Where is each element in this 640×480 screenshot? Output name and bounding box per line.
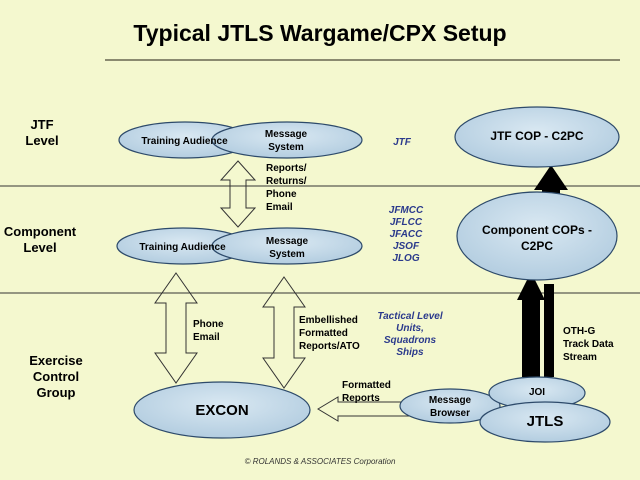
copyright-notice: © ROLANDS & ASSOCIATES Corporation [244, 457, 396, 466]
jtf-cop-label: JTF COP - C2PC [490, 129, 584, 143]
double-arrow-embellished [262, 276, 306, 389]
tactical-level-tag: Tactical Level Units, Squadrons Ships [377, 311, 443, 358]
double-arrow-reports [219, 160, 257, 228]
training-audience-1-label: Training Audience [141, 136, 228, 147]
training-audience-2-label: Training Audience [139, 242, 226, 253]
phone-email-label: Phone Email [193, 319, 224, 343]
page-title: Typical JTLS Wargame/CPX Setup [133, 20, 507, 46]
component-commands-tag: JFMCC JFLCC JFACC JSOF JLOG [388, 205, 424, 264]
excon-shape [133, 381, 311, 439]
message-system-1-shape [211, 121, 363, 159]
component-cops-label: Component COPs - C2PC [482, 223, 592, 253]
level-label-component: Component Level [3, 224, 77, 255]
formatted-reports-label: Formatted Reports [342, 380, 391, 404]
embellished-reports-label: Embellished Formatted Reports/ATO [299, 315, 360, 352]
message-browser-shape [399, 388, 501, 424]
message-system-1-label: Message System [264, 129, 308, 153]
thick-line-jtls [544, 284, 554, 377]
jtf-cop-shape [454, 106, 620, 168]
level-label-exercise-control: Exercise Control Group [29, 353, 83, 400]
jtls-shape [479, 401, 611, 443]
joi-label: JOI [528, 387, 546, 398]
reports-returns-label: Reports/ Returns/ Phone Email [266, 163, 307, 213]
jtf-tag: JTF [393, 137, 411, 148]
jtls-label: JTLS [526, 413, 564, 430]
level-label-jtf: JTF Level [25, 117, 59, 148]
message-system-2-label: Message System [265, 236, 309, 260]
oth-track-data-label: OTH-G Track Data Stream [563, 326, 614, 363]
excon-label: EXCON [195, 402, 249, 419]
component-cops-shape [456, 191, 618, 281]
message-system-2-shape [211, 227, 363, 265]
message-browser-label: Message Browser [428, 395, 472, 419]
double-arrow-phone-email [154, 272, 198, 384]
arrow-jtls-to-components [517, 272, 545, 377]
